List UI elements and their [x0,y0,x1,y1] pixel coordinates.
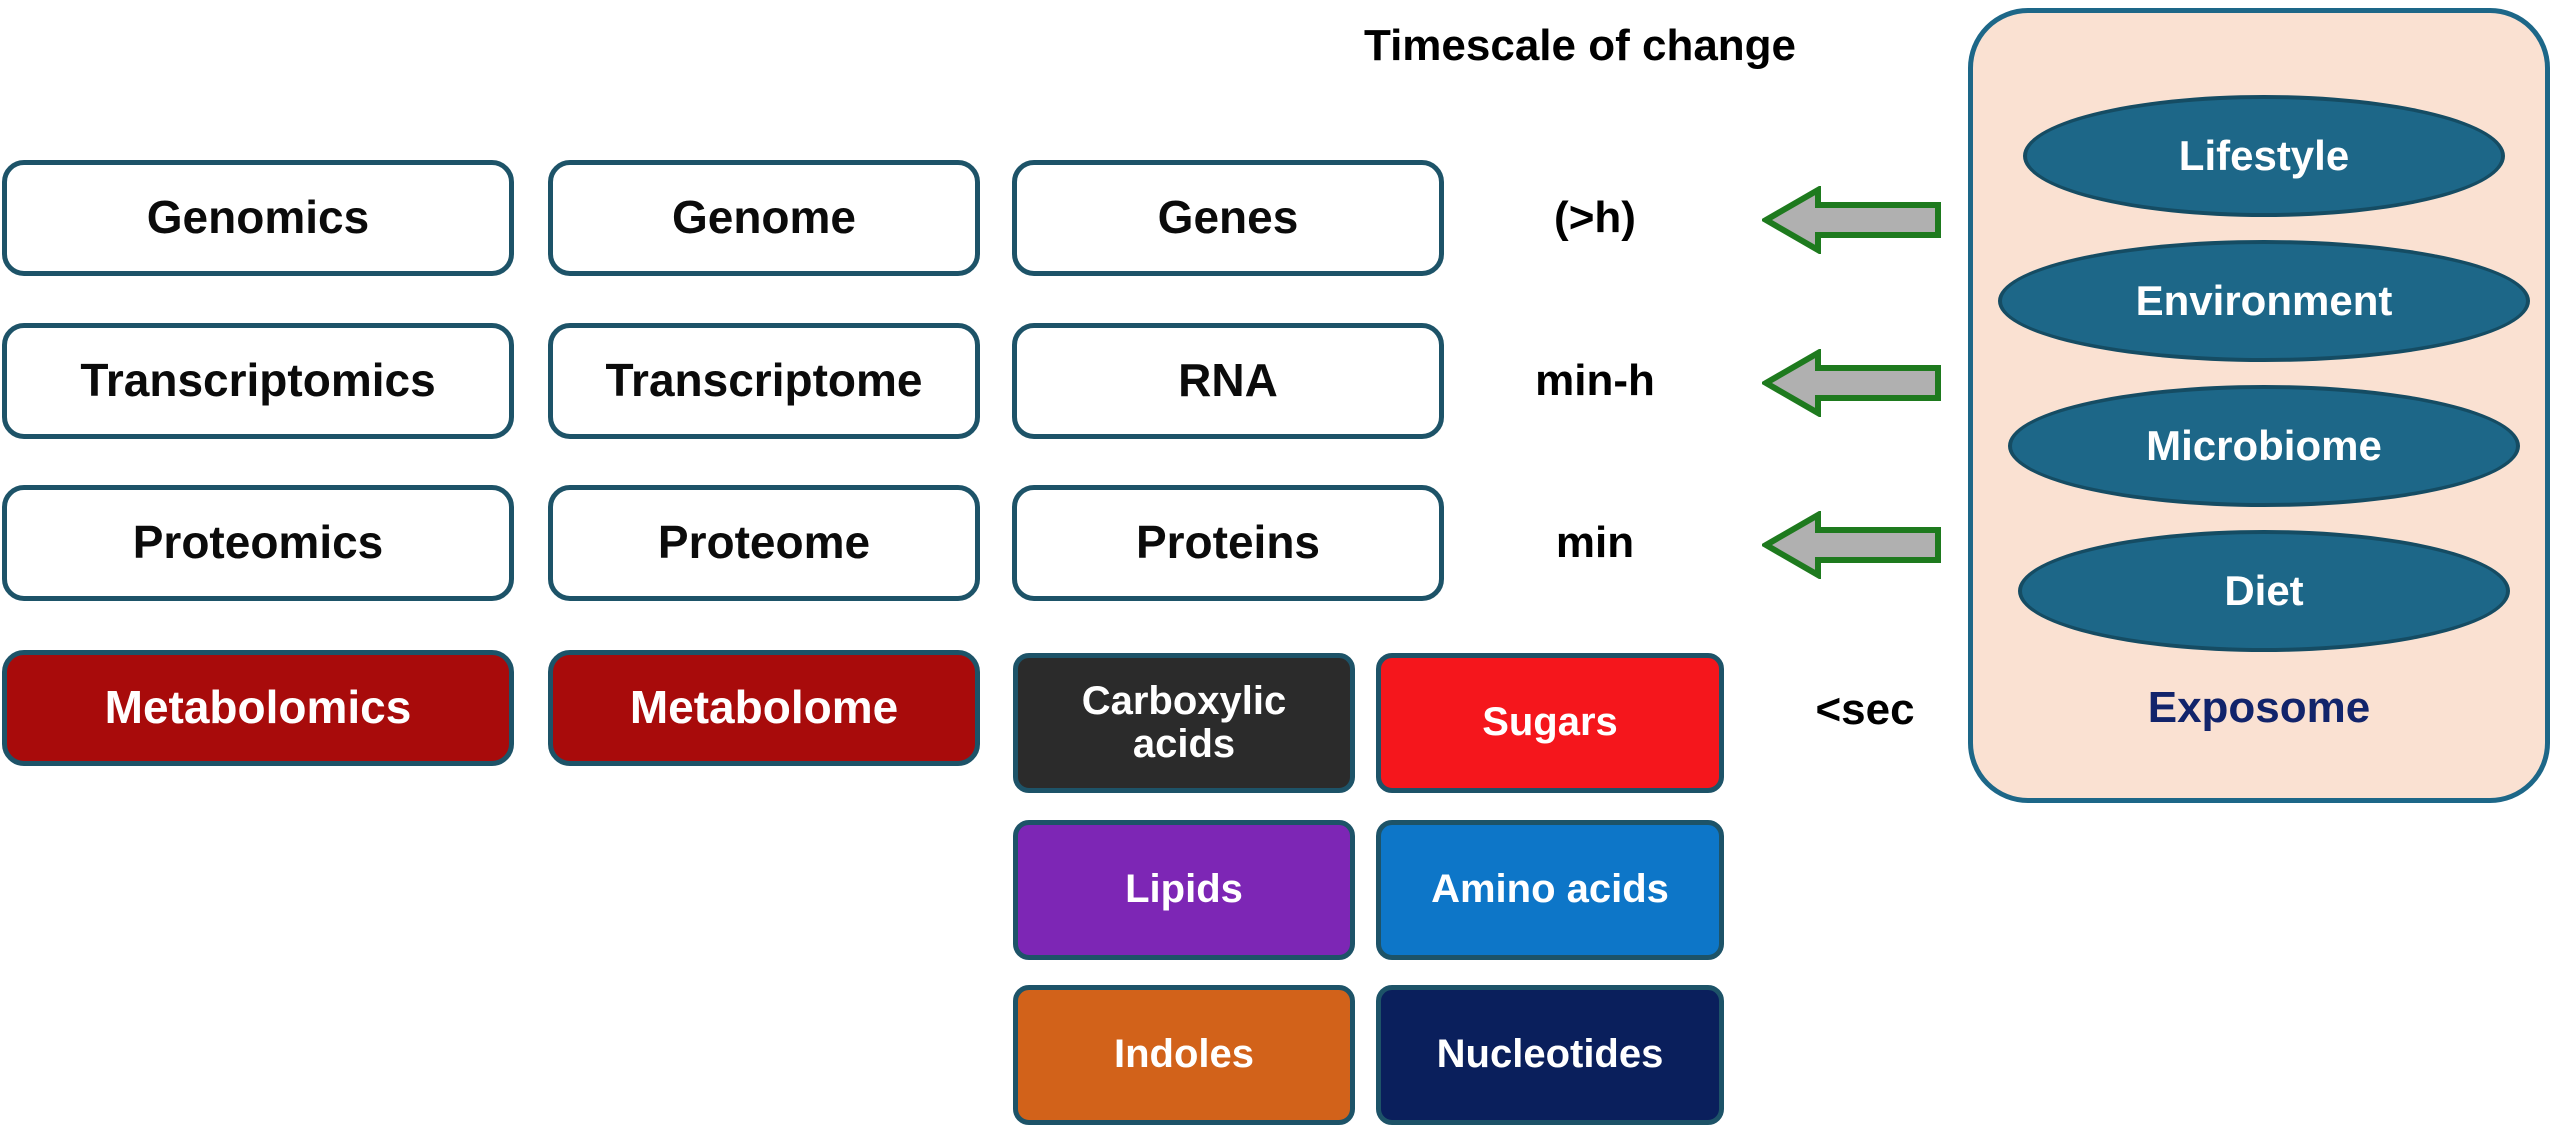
ome-box-proteome[interactable]: Proteome [548,485,980,601]
timescale-heading: Timescale of change [1363,21,1797,71]
metabolite-chip-sugars[interactable]: Sugars [1376,653,1724,793]
ome-box-metabolome[interactable]: Metabolome [548,650,980,766]
timescale-label-proteomics: min [1555,518,1635,568]
molecule-box-rna[interactable]: RNA [1012,323,1444,439]
metabolite-chip-lipids[interactable]: Lipids [1013,820,1355,960]
metabolite-chip-nucleotides[interactable]: Nucleotides [1376,985,1724,1125]
ome-box-transcriptome[interactable]: Transcriptome [548,323,980,439]
omics-box-metabolomics[interactable]: Metabolomics [2,650,514,766]
metabolite-chip-amino-acids[interactable]: Amino acids [1376,820,1724,960]
molecule-box-proteins[interactable]: Proteins [1012,485,1444,601]
exposome-arrow-genomics [1762,186,1942,254]
exposome-panel: Lifestyle Environment Microbiome Diet Ex… [1968,8,2550,803]
omics-box-genomics[interactable]: Genomics [2,160,514,276]
omics-box-transcriptomics[interactable]: Transcriptomics [2,323,514,439]
exposome-ellipse-lifestyle[interactable]: Lifestyle [2023,95,2505,217]
exposome-ellipse-environment[interactable]: Environment [1998,240,2530,362]
exposome-arrow-transcriptomics [1762,349,1942,417]
timescale-label-metabolomics: <sec [1815,685,1915,735]
molecule-box-genes[interactable]: Genes [1012,160,1444,276]
exposome-ellipse-microbiome[interactable]: Microbiome [2008,385,2520,507]
exposome-caption: Exposome [2147,683,2371,732]
metabolite-chip-carboxylic-acids[interactable]: Carboxylic acids [1013,653,1355,793]
timescale-label-transcriptomics: min-h [1535,356,1655,406]
timescale-label-genomics: (>h) [1554,193,1636,243]
omics-box-proteomics[interactable]: Proteomics [2,485,514,601]
exposome-ellipse-diet[interactable]: Diet [2018,530,2510,652]
ome-box-genome[interactable]: Genome [548,160,980,276]
metabolite-chip-indoles[interactable]: Indoles [1013,985,1355,1125]
exposome-arrow-proteomics [1762,511,1942,579]
